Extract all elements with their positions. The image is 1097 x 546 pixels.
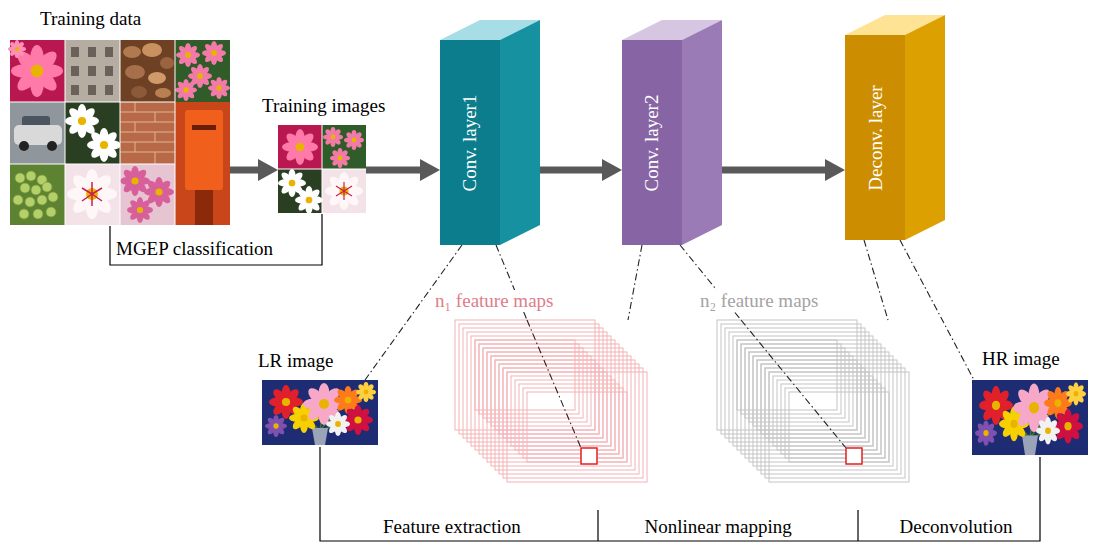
image-collage: Training images xyxy=(278,125,366,213)
node-heading: n₂ feature maps xyxy=(697,290,821,312)
image-thumbnail: LR image xyxy=(262,380,378,445)
block-side-face xyxy=(682,20,722,245)
node-heading: LR image xyxy=(258,350,333,372)
projection-line xyxy=(864,240,888,320)
layer-name: Conv. layer1 xyxy=(459,94,481,191)
image-collage: Training data xyxy=(10,40,230,225)
flow-arrow xyxy=(540,167,608,174)
image-thumbnail: HR image xyxy=(972,380,1088,455)
block-front-face xyxy=(622,40,682,245)
lr-photo xyxy=(262,380,378,445)
feature-map-stack: n₂ feature maps xyxy=(717,320,909,482)
bracket xyxy=(320,447,1040,541)
conv-layer-block: Conv. layer1 xyxy=(440,20,540,245)
block-outline xyxy=(440,20,540,245)
block-front-face xyxy=(440,40,500,245)
node-heading: HR image xyxy=(982,348,1060,370)
block-outline xyxy=(622,20,722,245)
block-front-face xyxy=(845,35,905,240)
stage-label: Nonlinear mapping xyxy=(645,516,792,538)
feature-map-stack xyxy=(717,320,909,482)
flow-arrow xyxy=(722,167,831,174)
stage-label: Feature extraction xyxy=(383,516,521,538)
stage-label: Deconvolution xyxy=(900,516,1013,538)
flow-arrow xyxy=(366,167,426,174)
flow-arrow xyxy=(230,167,264,174)
node-heading: n₁ feature maps xyxy=(432,290,556,312)
hr-photo xyxy=(972,380,1088,455)
block-side-face xyxy=(500,20,540,245)
leader-line xyxy=(741,320,846,448)
conv-layer-block: Conv. layer2 xyxy=(622,20,722,245)
deconv-layer-block: Deconv. layer xyxy=(845,15,945,240)
layer-name: Deconv. layer xyxy=(864,85,886,190)
training-images-collage xyxy=(278,125,366,214)
block-side-face xyxy=(905,15,945,240)
node-heading: Training images xyxy=(262,95,385,117)
projection-line xyxy=(365,245,462,380)
leader-line xyxy=(527,320,581,448)
node-heading: Training data xyxy=(40,8,141,30)
feature-map-stack xyxy=(455,320,647,482)
bracket-label: MGEP classification xyxy=(116,238,273,260)
layer-name: Conv. layer2 xyxy=(641,94,663,191)
projection-line xyxy=(628,245,642,320)
bracket xyxy=(110,214,322,265)
feature-map-stack: n₁ feature maps xyxy=(455,320,647,482)
receptive-field-square xyxy=(846,448,862,464)
training-collage xyxy=(8,40,230,225)
projection-line xyxy=(900,240,974,380)
block-outline xyxy=(845,15,945,240)
receptive-field-square xyxy=(581,448,597,464)
